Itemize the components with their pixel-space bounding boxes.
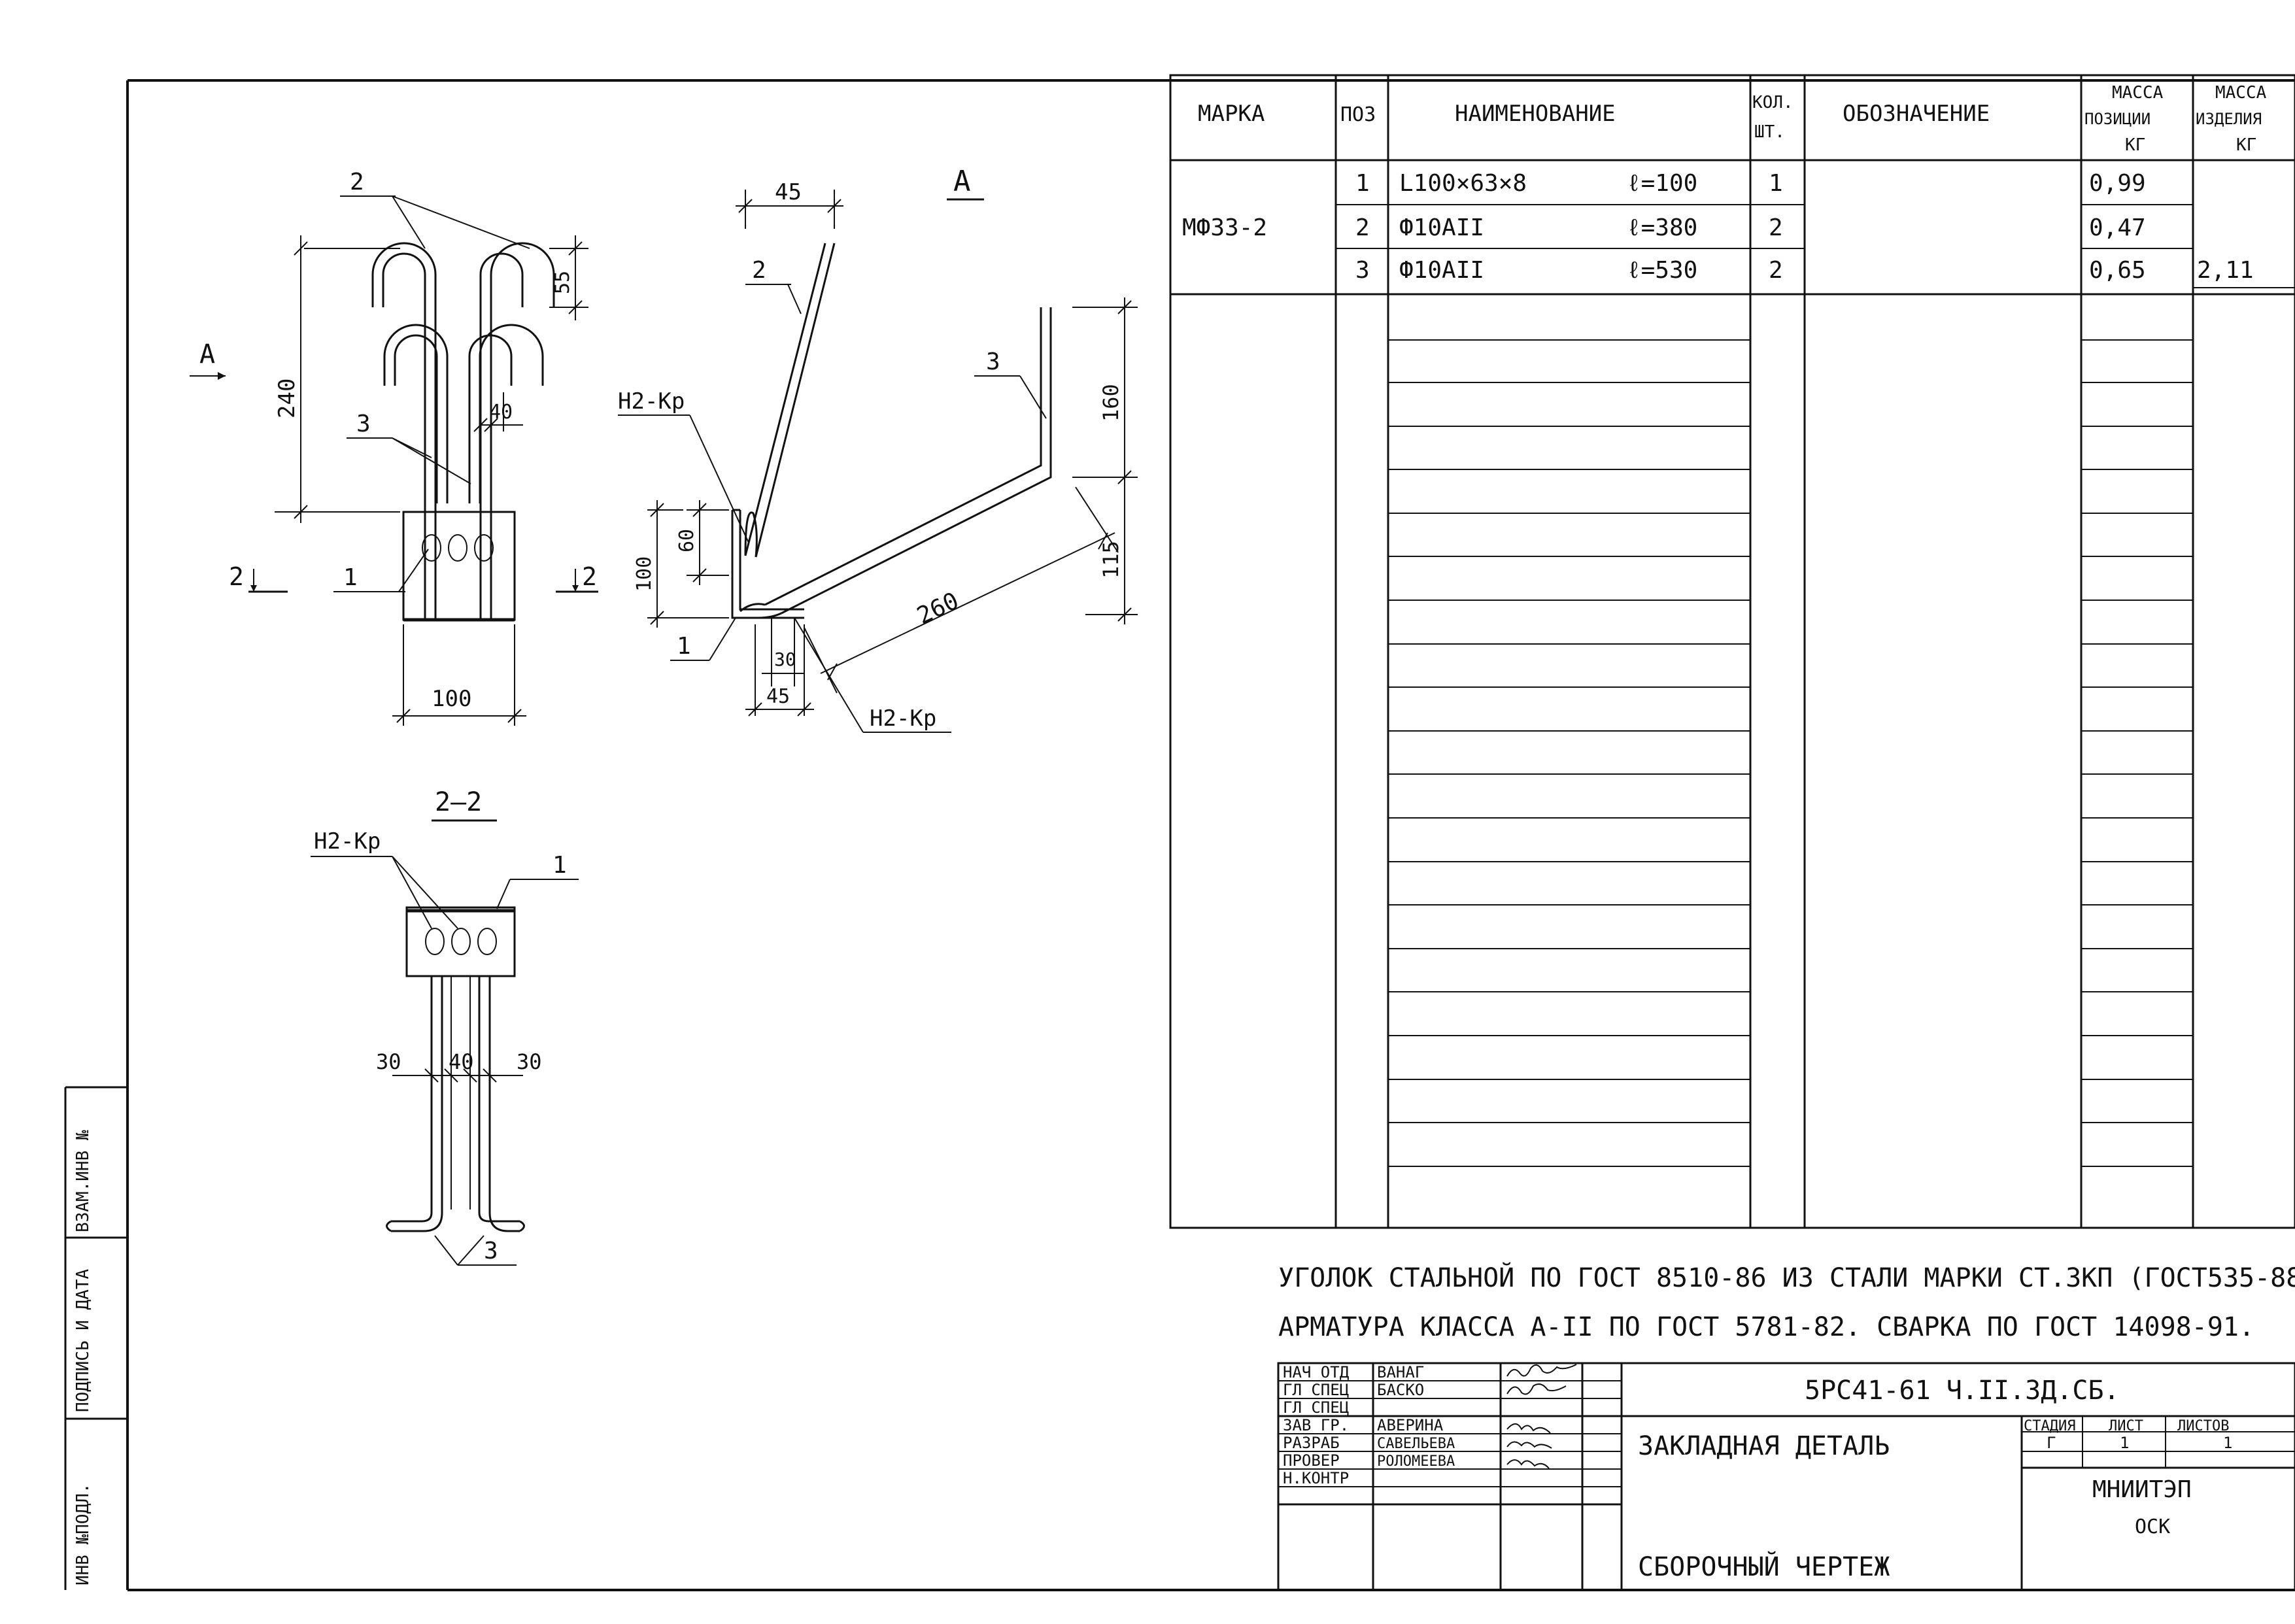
header-mark: МАРКА xyxy=(1198,101,1265,127)
cell-length-3: ℓ=530 xyxy=(1627,257,1697,284)
title-block: НАЧ ОТД ВАНАГ ГЛ СПЕЦ БАСКО ГЛ СПЕЦ ЗАВ … xyxy=(1277,1362,2295,1591)
section-dim-30-left: 30 xyxy=(376,1049,401,1074)
cell-pos-2: 2 xyxy=(1355,214,1370,241)
tb-org-1: МНИИТЭП xyxy=(2092,1476,2192,1503)
header-designation: ОБОЗНАЧЕНИЕ xyxy=(1843,101,1990,127)
tb-role-2: ГЛ СПЕЦ xyxy=(1283,1398,1349,1417)
note-2: АРМАТУРА КЛАССА А-II ПО ГОСТ 5781-82. СВ… xyxy=(1278,1312,2254,1342)
tb-title-1: ЗАКЛАДНАЯ ДЕТАЛЬ xyxy=(1638,1431,1890,1461)
tb-role-0: НАЧ ОТД xyxy=(1283,1363,1350,1381)
header-name: НАИМЕНОВАНИЕ xyxy=(1455,101,1616,127)
cell-name-3: Ф10АII xyxy=(1399,257,1484,284)
header-qty-1: КОЛ. xyxy=(1752,93,1794,112)
cell-name-1: L100×63×8 xyxy=(1399,170,1527,197)
weld-bottom: Н2-Кр xyxy=(870,705,936,732)
side-view: A 45 2 Н2-Кр 60 xyxy=(618,165,1138,733)
view-a-label: A xyxy=(953,165,971,198)
strip-sign-date: ПОДПИСЬ И ДАТА xyxy=(73,1269,93,1412)
tb-name-4: САВЕЛЬЕВА xyxy=(1377,1436,1455,1452)
header-mass-pos-3: КГ xyxy=(2125,135,2145,155)
cell-mass-2: 0,47 xyxy=(2089,214,2146,241)
weld-top: Н2-Кр xyxy=(618,388,685,414)
dim-40: 40 xyxy=(489,401,513,424)
dim-260: 260 xyxy=(913,588,962,630)
header-pos: ПОЗ xyxy=(1340,103,1376,126)
header-mass-item-3: КГ xyxy=(2236,135,2256,155)
view-a-arrow-label: A xyxy=(199,339,215,369)
dim-240: 240 xyxy=(274,379,300,418)
tb-name-3: АВЕРИНА xyxy=(1377,1416,1444,1434)
cell-mark: МФ33-2 xyxy=(1182,214,1267,241)
cell-name-2: Ф10АII xyxy=(1399,214,1484,241)
tb-name-5: РОЛОМЕЕВА xyxy=(1377,1453,1455,1470)
tb-role-6: Н.КОНТР xyxy=(1283,1469,1349,1487)
notes: УГОЛОК СТАЛЬНОЙ ПО ГОСТ 8510-86 ИЗ СТАЛИ… xyxy=(1278,1262,2295,1342)
callout-1: 1 xyxy=(343,564,358,591)
tb-role-3: ЗАВ ГР. xyxy=(1283,1416,1349,1434)
cell-qty-1: 1 xyxy=(1769,170,1783,197)
section-dim-40: 40 xyxy=(449,1049,474,1074)
dim-160: 160 xyxy=(1098,384,1123,422)
cell-pos-3: 3 xyxy=(1355,257,1370,284)
tb-stage-label: СТАДИЯ xyxy=(2024,1418,2075,1434)
tb-sheet-label: ЛИСТ xyxy=(2109,1418,2143,1434)
tb-role-4: РАЗРАБ xyxy=(1283,1434,1340,1452)
empty-rows xyxy=(1388,339,2193,1167)
cell-length-2: ℓ=380 xyxy=(1627,214,1697,241)
header-mass-pos-1: МАССА xyxy=(2112,83,2164,103)
side-callout-3: 3 xyxy=(986,348,1000,375)
tb-role-1: ГЛ СПЕЦ xyxy=(1283,1381,1349,1399)
cell-length-1: ℓ=100 xyxy=(1627,170,1697,197)
dim-45-top: 45 xyxy=(775,179,802,205)
dim-115: 115 xyxy=(1098,541,1123,579)
tb-sheet-value: 1 xyxy=(2120,1434,2129,1452)
spec-table: МАРКА ПОЗ НАИМЕНОВАНИЕ КОЛ. ШТ. ОБОЗНАЧЕ… xyxy=(1169,74,2295,1229)
dim-100-side: 100 xyxy=(633,556,656,592)
section-callout-3: 3 xyxy=(484,1238,498,1264)
dim-55: 55 xyxy=(551,271,574,294)
left-strip: ИНВ №ПОДЛ. ПОДПИСЬ И ДАТА ВЗАМ.ИНВ № xyxy=(64,1086,128,1590)
tb-stage-value: Г xyxy=(2047,1434,2056,1452)
strip-inv-podl: ИНВ №ПОДЛ. xyxy=(73,1483,93,1585)
dim-30-side: 30 xyxy=(774,649,796,670)
strip-vzam-inv: ВЗАМ.ИНВ № xyxy=(73,1130,93,1232)
tb-sheets-value: 1 xyxy=(2223,1434,2232,1452)
tb-role-5: ПРОВЕР xyxy=(1283,1451,1340,1470)
tb-name-1: БАСКО xyxy=(1377,1381,1424,1399)
side-callout-2: 2 xyxy=(752,257,766,284)
dim-45-bottom: 45 xyxy=(766,685,790,708)
header-mass-item-1: МАССА xyxy=(2215,83,2267,103)
cell-mass-1: 0,99 xyxy=(2089,170,2146,197)
front-view: 240 55 40 100 2 3 1 2 xyxy=(190,169,598,726)
section-mark-right: 2 xyxy=(582,562,597,591)
section-title: 2–2 xyxy=(435,787,482,817)
header-mass-item-2: ИЗДЕЛИЯ xyxy=(2196,110,2262,128)
callout-3: 3 xyxy=(356,411,371,437)
cell-item-mass: 2,11 xyxy=(2197,257,2254,284)
note-1: УГОЛОК СТАЛЬНОЙ ПО ГОСТ 8510-86 ИЗ СТАЛИ… xyxy=(1278,1262,2295,1293)
tb-org-2: ОСК xyxy=(2135,1515,2170,1538)
callout-2: 2 xyxy=(350,169,364,195)
side-callout-1: 1 xyxy=(677,633,691,660)
dim-100: 100 xyxy=(432,686,471,712)
section-weld: Н2-Кр xyxy=(314,828,381,854)
section-view: 2–2 Н2-Кр 1 30 40 30 xyxy=(311,787,579,1266)
section-mark-left: 2 xyxy=(229,562,244,591)
cell-pos-1: 1 xyxy=(1355,170,1370,197)
cell-qty-2: 2 xyxy=(1769,214,1783,241)
tb-name-0: ВАНАГ xyxy=(1377,1363,1424,1381)
tb-code: 5РС41-61 Ч.II.ЗД.СБ. xyxy=(1805,1376,2120,1406)
cell-mass-3: 0,65 xyxy=(2089,257,2146,284)
header-qty-2: ШТ. xyxy=(1754,122,1785,142)
signatures xyxy=(1506,1364,1577,1469)
header-mass-pos-2: ПОЗИЦИИ xyxy=(2084,110,2150,128)
tb-title-2: СБОРОЧНЫЙ ЧЕРТЕЖ xyxy=(1638,1551,1890,1582)
dim-60: 60 xyxy=(675,529,698,552)
section-callout-1: 1 xyxy=(552,852,567,879)
tb-sheets-label: ЛИСТОВ xyxy=(2177,1418,2229,1434)
section-dim-30-right: 30 xyxy=(517,1049,542,1074)
cell-qty-3: 2 xyxy=(1769,257,1783,284)
